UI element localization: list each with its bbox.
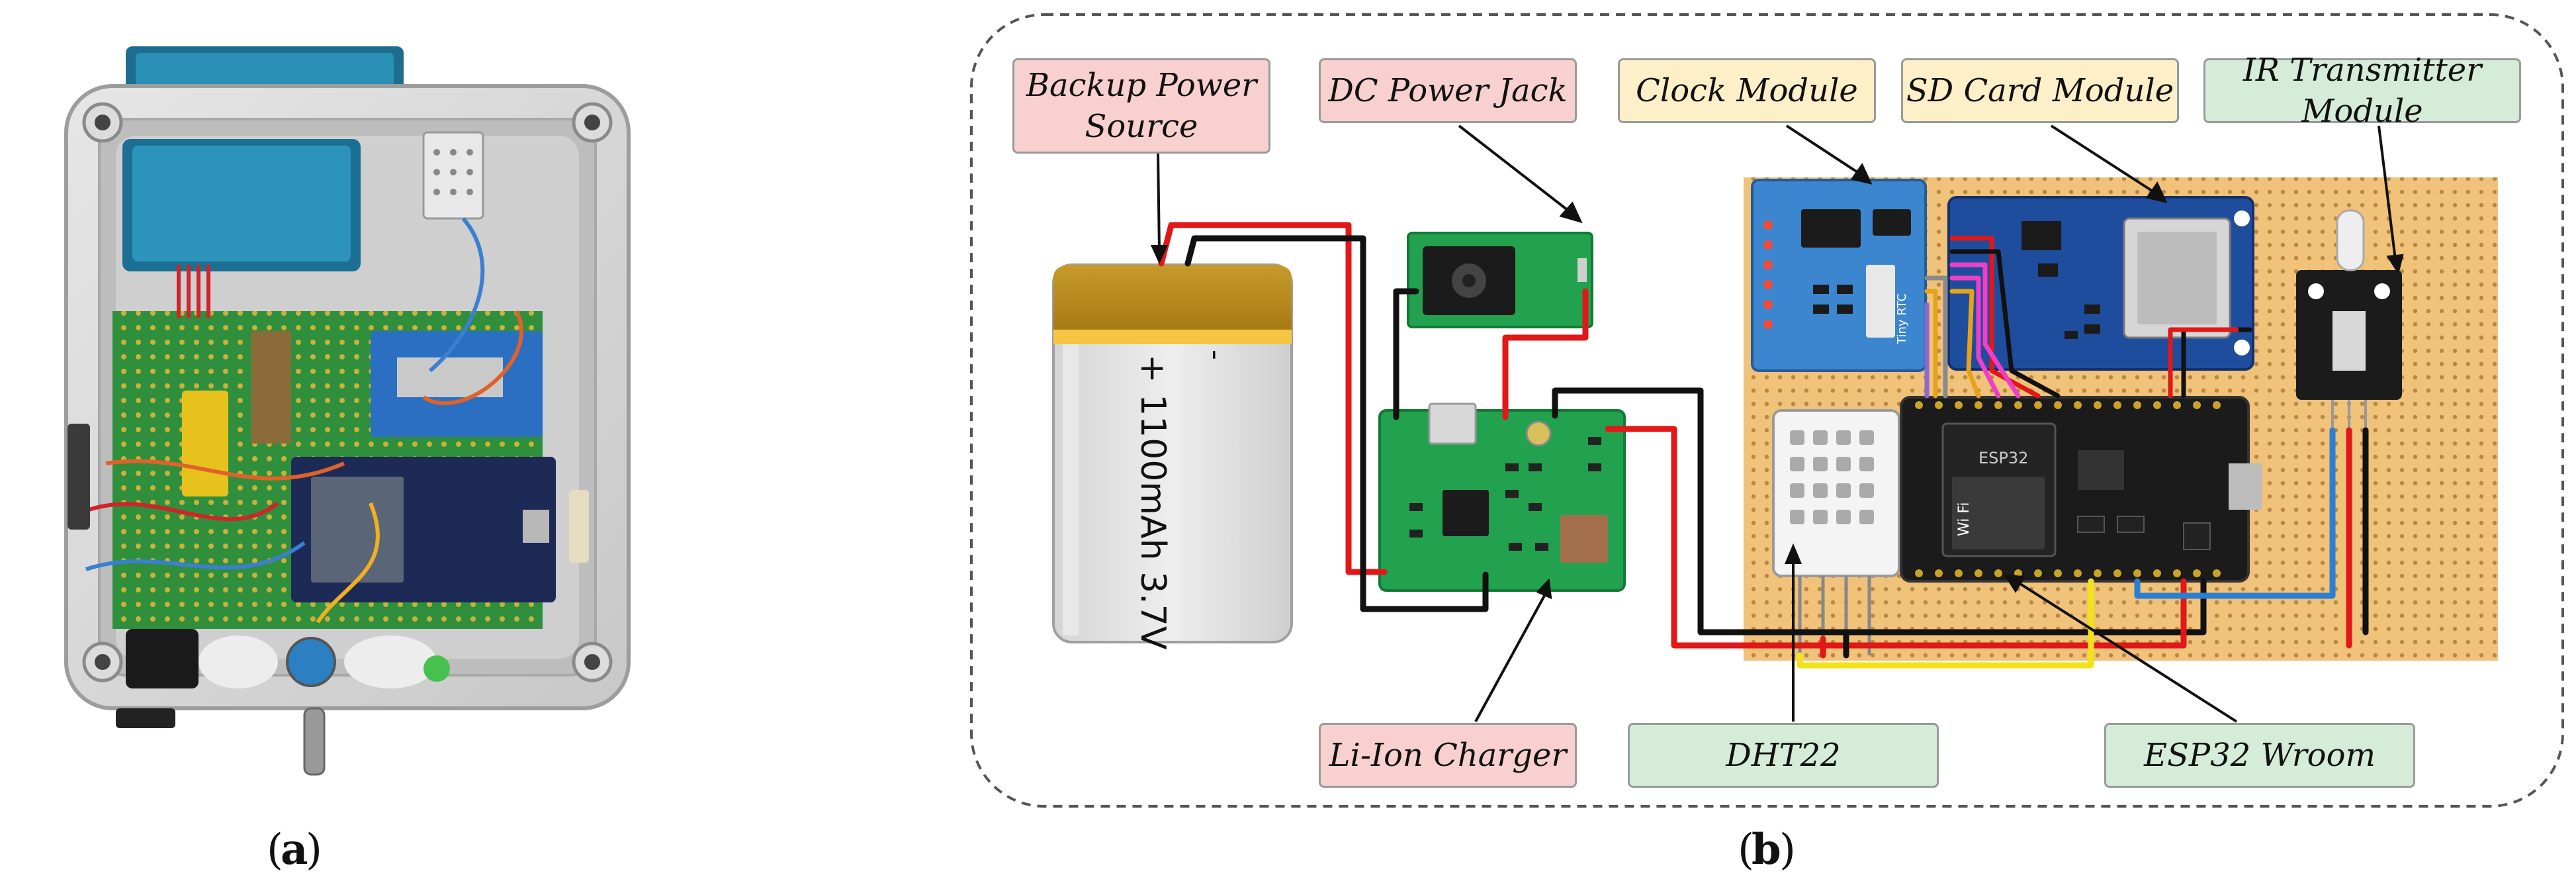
battery xyxy=(1052,263,1293,643)
label-dht22: DHT22 xyxy=(1628,723,1939,788)
rtc-board xyxy=(1751,179,1927,372)
esp32-wifi-silk: Wi Fi xyxy=(1956,502,1973,536)
label-sd-card-module: SD Card Module xyxy=(1901,58,2179,123)
sd-card-board xyxy=(1947,196,2254,371)
caption-a-letter: a xyxy=(281,825,308,874)
label-backup-power-source: Backup Power Source xyxy=(1012,58,1270,154)
label-esp32-wroom: ESP32 Wroom xyxy=(2104,723,2415,788)
caption-a-open: ( xyxy=(267,825,283,874)
label-li-ion-charger: Li-Ion Charger xyxy=(1319,723,1577,788)
label-dc-power-jack: DC Power Jack xyxy=(1319,58,1577,123)
battery-label: + 1100mAh 3.7V xyxy=(1133,354,1173,650)
leader-arrows xyxy=(1150,124,2404,723)
esp32-silk: ESP32 xyxy=(1978,449,2028,467)
battery-minus: - xyxy=(1199,350,1233,360)
caption-a-close: ) xyxy=(306,825,322,874)
device-photo xyxy=(64,46,631,776)
dht22-sensor xyxy=(1772,409,1900,655)
wires xyxy=(1158,222,2369,669)
dc-jack-board xyxy=(1407,232,1593,328)
diagram-frame xyxy=(970,13,2564,808)
caption-b-open: ( xyxy=(1738,825,1754,874)
label-ir-transmitter-module: IR Transmitter Module xyxy=(2203,52,2521,130)
rtc-silkscreen: Tiny RTC xyxy=(1895,293,1909,345)
label-clock-module: Clock Module xyxy=(1618,58,1876,123)
esp32-board xyxy=(1900,396,2262,583)
ir-board xyxy=(2296,209,2402,430)
charger-board xyxy=(1378,402,1626,592)
caption-b-letter: b xyxy=(1752,825,1781,874)
caption-b-close: ) xyxy=(1779,825,1796,874)
